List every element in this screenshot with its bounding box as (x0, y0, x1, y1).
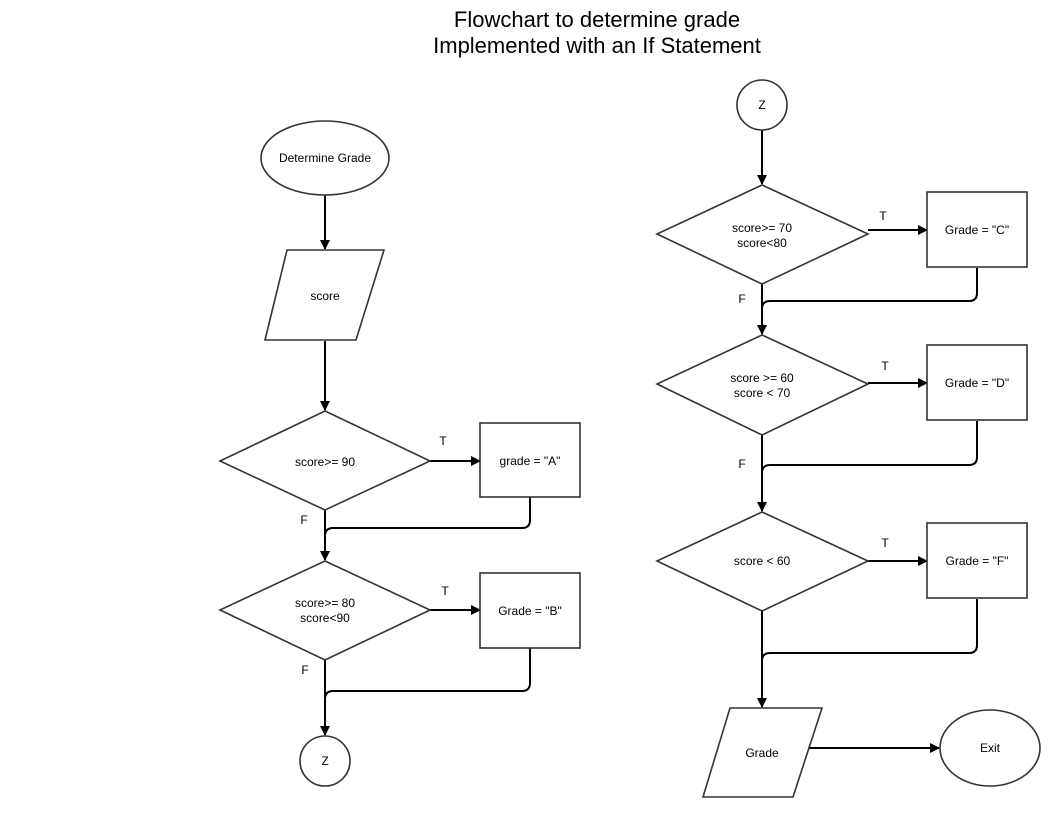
decision-score-f[interactable]: score < 60 (655, 511, 870, 612)
diagram-title-line1: Flowchart to determine grade (454, 7, 740, 32)
process-grade-b-shape (479, 572, 581, 649)
connector-z-bottom[interactable]: Z (299, 735, 351, 787)
process-grade-c-shape (926, 191, 1028, 268)
decision-score-a-shape (218, 410, 432, 511)
process-grade-d-shape (926, 344, 1028, 421)
process-grade-c[interactable]: Grade = "C" (926, 191, 1028, 268)
edge-grade-f-merge (761, 599, 978, 662)
process-grade-f[interactable]: Grade = "F" (926, 522, 1028, 599)
decision-score-c-shape (655, 184, 870, 285)
connector-z-top-label: Z (758, 98, 765, 112)
label-cond-c-false: F (738, 292, 745, 306)
decision-score-b[interactable]: score>= 80 score<90 (218, 560, 432, 661)
decision-score-d-line1: score >= 60 (730, 371, 794, 385)
start-terminal-label: Determine Grade (279, 151, 371, 165)
process-grade-a-shape (479, 422, 581, 498)
decision-score-b-shape (218, 560, 432, 661)
process-grade-a-label: grade = "A" (500, 454, 561, 468)
input-score-shape (263, 249, 386, 341)
process-grade-b[interactable]: Grade = "B" (479, 572, 581, 649)
label-cond-a-false: F (300, 513, 307, 527)
edge-grade-c-merge (761, 268, 978, 310)
label-cond-b-true: T (441, 584, 449, 598)
decision-score-d-line2: score < 70 (734, 386, 791, 400)
output-grade-node[interactable]: Grade (701, 707, 824, 798)
connector-z-top-shape (736, 79, 788, 131)
input-score-node[interactable]: score (263, 249, 386, 341)
process-grade-b-label: Grade = "B" (498, 604, 562, 618)
process-grade-f-label: Grade = "F" (946, 554, 1009, 568)
start-terminal[interactable]: Determine Grade (260, 120, 390, 196)
edges-left (320, 195, 531, 736)
process-grade-d-label: Grade = "D" (945, 376, 1009, 390)
decision-score-b-line2: score<90 (300, 611, 350, 625)
connector-z-top[interactable]: Z (736, 79, 788, 131)
process-grade-a[interactable]: grade = "A" (479, 422, 581, 498)
label-cond-a-true: T (439, 434, 447, 448)
decision-score-b-line1: score>= 80 (295, 596, 355, 610)
connector-z-bottom-label: Z (321, 754, 328, 768)
diagram-title-line2: Implemented with an If Statement (433, 33, 761, 58)
edge-grade-d-merge (761, 421, 978, 474)
decision-score-c-line2: score<80 (737, 236, 787, 250)
start-terminal-shape (260, 120, 390, 196)
decision-score-c[interactable]: score>= 70 score<80 (655, 184, 870, 285)
decision-score-a[interactable]: score>= 90 (218, 410, 432, 511)
label-cond-c-true: T (879, 209, 887, 223)
output-grade-label: Grade (745, 746, 779, 760)
process-grade-d[interactable]: Grade = "D" (926, 344, 1028, 421)
label-cond-d-true: T (881, 359, 889, 373)
exit-terminal-shape (939, 709, 1041, 787)
label-cond-d-false: F (738, 457, 745, 471)
label-cond-b-false: F (301, 663, 308, 677)
decision-score-f-line1: score < 60 (734, 554, 791, 568)
decision-score-d[interactable]: score >= 60 score < 70 (655, 334, 870, 436)
output-grade-shape (701, 707, 824, 798)
decision-score-d-shape (655, 334, 870, 436)
decision-score-f-shape (655, 511, 870, 612)
label-cond-f-true: T (881, 536, 889, 550)
edge-grade-a-merge (324, 497, 531, 537)
connector-z-bottom-shape (299, 735, 351, 787)
decision-score-a-line1: score>= 90 (295, 455, 355, 469)
input-score-label: score (310, 289, 340, 303)
exit-terminal-label: Exit (980, 741, 1001, 755)
decision-score-c-line1: score>= 70 (732, 221, 792, 235)
process-grade-f-shape (926, 522, 1028, 599)
edge-grade-b-merge (324, 648, 531, 700)
edges-right (757, 130, 978, 753)
process-grade-c-label: Grade = "C" (945, 223, 1009, 237)
exit-terminal[interactable]: Exit (939, 709, 1041, 787)
